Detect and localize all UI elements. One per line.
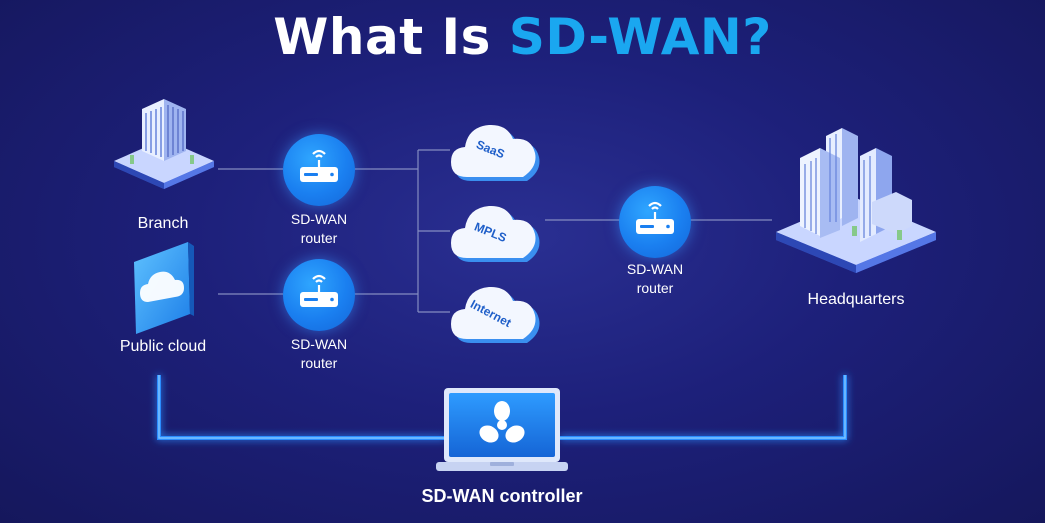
router-2-label: SD-WAN router bbox=[273, 335, 365, 373]
headquarters-label: Headquarters bbox=[807, 291, 905, 308]
sd-wan-controller-laptop-icon bbox=[436, 388, 568, 471]
router-3-label-line1: SD-WAN bbox=[626, 261, 684, 277]
router-2-label-line1: SD-WAN bbox=[290, 336, 348, 352]
branch-label: Branch bbox=[137, 215, 189, 232]
router-2-label-line2: router bbox=[300, 355, 338, 371]
router-1-label: SD-WAN router bbox=[273, 210, 365, 248]
page-title: What Is SD-WAN? bbox=[0, 8, 1045, 66]
router-1-label-line2: router bbox=[300, 230, 338, 246]
sd-wan-router-2 bbox=[283, 259, 355, 331]
router-3-label: SD-WAN router bbox=[609, 260, 701, 298]
headquarters-building-icon bbox=[776, 128, 936, 273]
public-cloud-label: Public cloud bbox=[119, 338, 207, 355]
router-3-label-line2: router bbox=[636, 280, 674, 296]
router-1-label-line1: SD-WAN bbox=[290, 211, 348, 227]
mpls-cloud-icon: MPLS bbox=[451, 205, 540, 262]
sd-wan-router-1 bbox=[283, 134, 355, 206]
title-prefix: What Is bbox=[273, 8, 491, 66]
public-cloud-icon bbox=[134, 242, 194, 334]
router-icon bbox=[300, 149, 338, 182]
saas-cloud-icon: SaaS bbox=[451, 124, 540, 181]
router-icon bbox=[300, 274, 338, 307]
title-highlight: SD-WAN? bbox=[508, 8, 772, 66]
branch-building-icon bbox=[114, 99, 214, 189]
internet-cloud-icon: Internet bbox=[451, 286, 540, 343]
router-icon bbox=[636, 201, 674, 234]
controller-label: SD-WAN controller bbox=[421, 486, 583, 506]
sd-wan-router-3 bbox=[619, 186, 691, 258]
